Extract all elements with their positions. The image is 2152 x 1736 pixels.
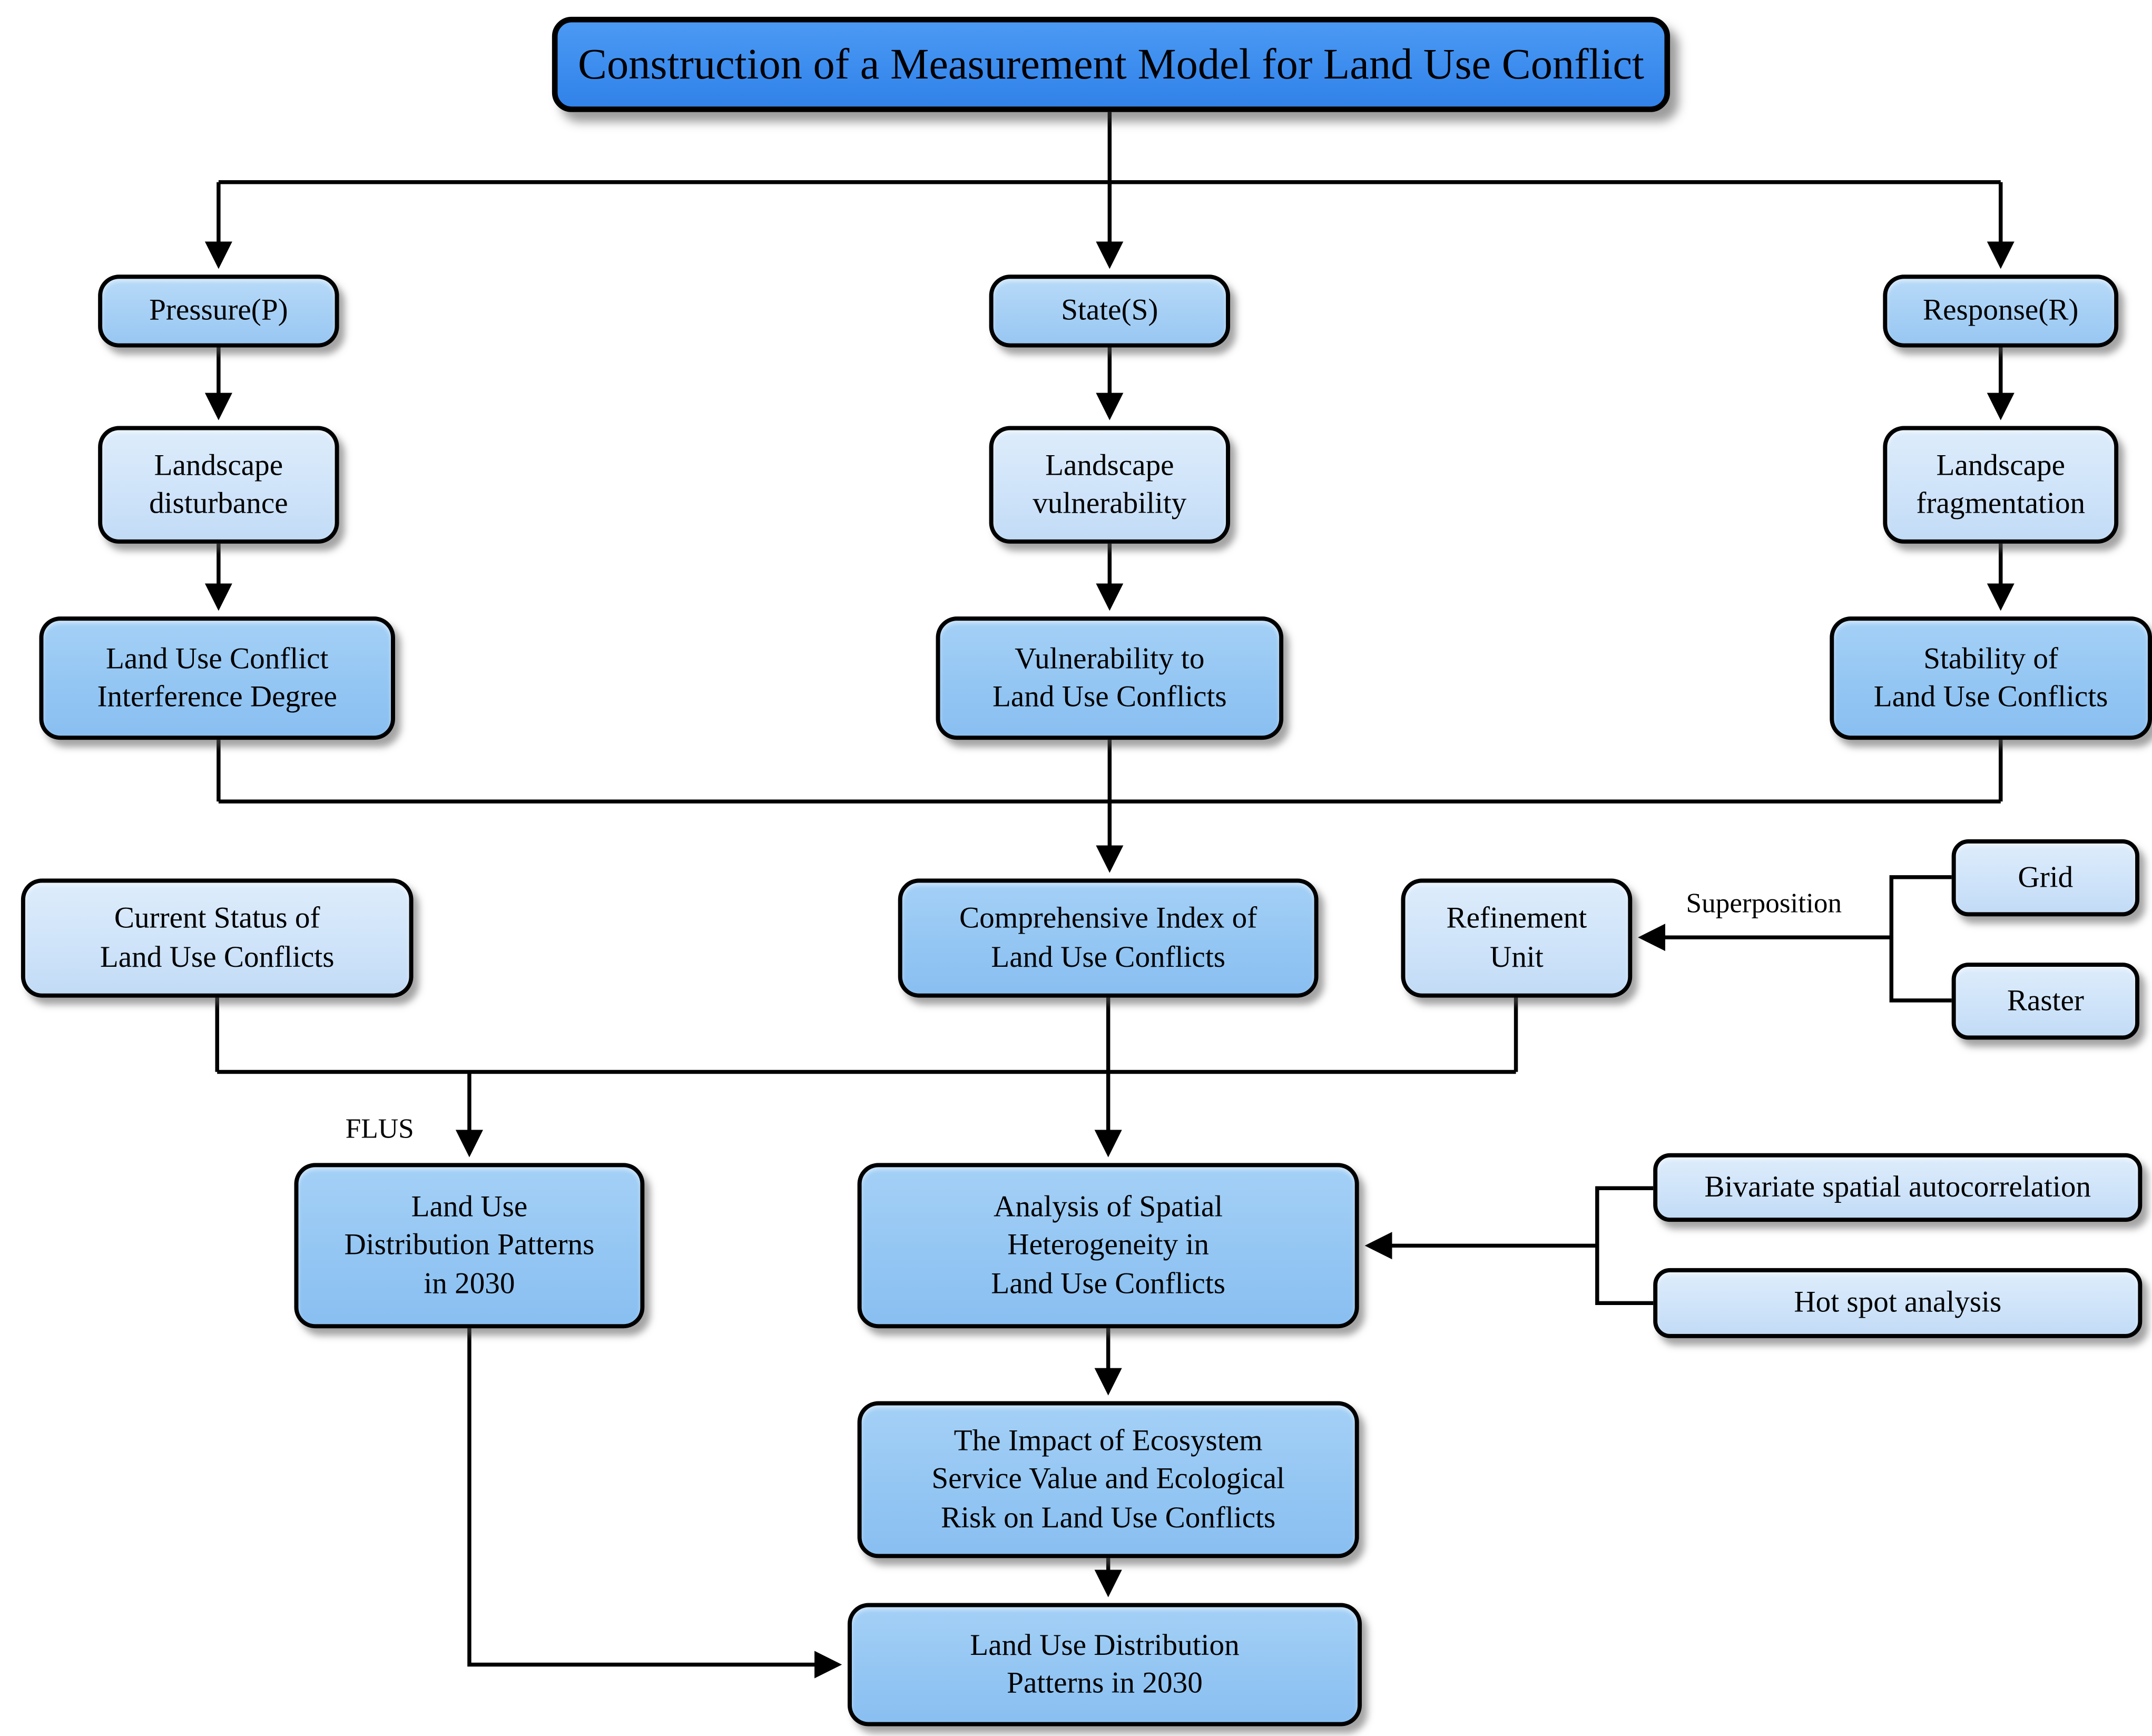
node-raster: Raster xyxy=(1951,963,2140,1040)
node-refinement-unit: Refinement Unit xyxy=(1401,878,1633,998)
edge-methods-bracket xyxy=(1595,1186,1654,1306)
node-ecosystem-impact: The Impact of Ecosystem Service Value an… xyxy=(857,1401,1359,1558)
node-comprehensive-index: Comprehensive Index of Land Use Conflict… xyxy=(898,878,1319,998)
node-current-status: Current Status of Land Use Conflicts xyxy=(21,878,414,998)
superposition-label: Superposition xyxy=(1686,887,1842,919)
node-interference-degree: Land Use Conflict Interference Degree xyxy=(39,616,395,740)
node-landscape-vulnerability: Landscape vulnerability xyxy=(989,426,1231,544)
node-ludp-2030-bottom: Land Use Distribution Patterns in 2030 xyxy=(847,1603,1362,1727)
node-stability-of-conflicts: Stability of Land Use Conflicts xyxy=(1830,616,2152,740)
node-response: Response(R) xyxy=(1883,274,2119,348)
node-ludp-2030-left: Land Use Distribution Patterns in 2030 xyxy=(294,1163,645,1329)
node-spatial-heterogeneity: Analysis of Spatial Heterogeneity in Lan… xyxy=(857,1163,1359,1329)
node-bivariate-autocorrelation: Bivariate spatial autocorrelation xyxy=(1653,1153,2143,1222)
edge-ludp-left-to-bottom xyxy=(467,1328,842,1679)
node-pressure: Pressure(P) xyxy=(98,274,339,348)
edge-grid-raster-bracket xyxy=(1889,875,1952,1003)
node-title: Construction of a Measurement Model for … xyxy=(552,16,1670,112)
node-landscape-fragmentation: Landscape fragmentation xyxy=(1883,426,2119,544)
flus-label: FLUS xyxy=(345,1113,414,1144)
node-grid: Grid xyxy=(1951,839,2140,917)
node-vulnerability-to-conflicts: Vulnerability to Land Use Conflicts xyxy=(936,616,1284,740)
node-hot-spot-analysis: Hot spot analysis xyxy=(1653,1268,2143,1338)
node-state: State(S) xyxy=(989,274,1231,348)
node-landscape-disturbance: Landscape disturbance xyxy=(98,426,339,544)
